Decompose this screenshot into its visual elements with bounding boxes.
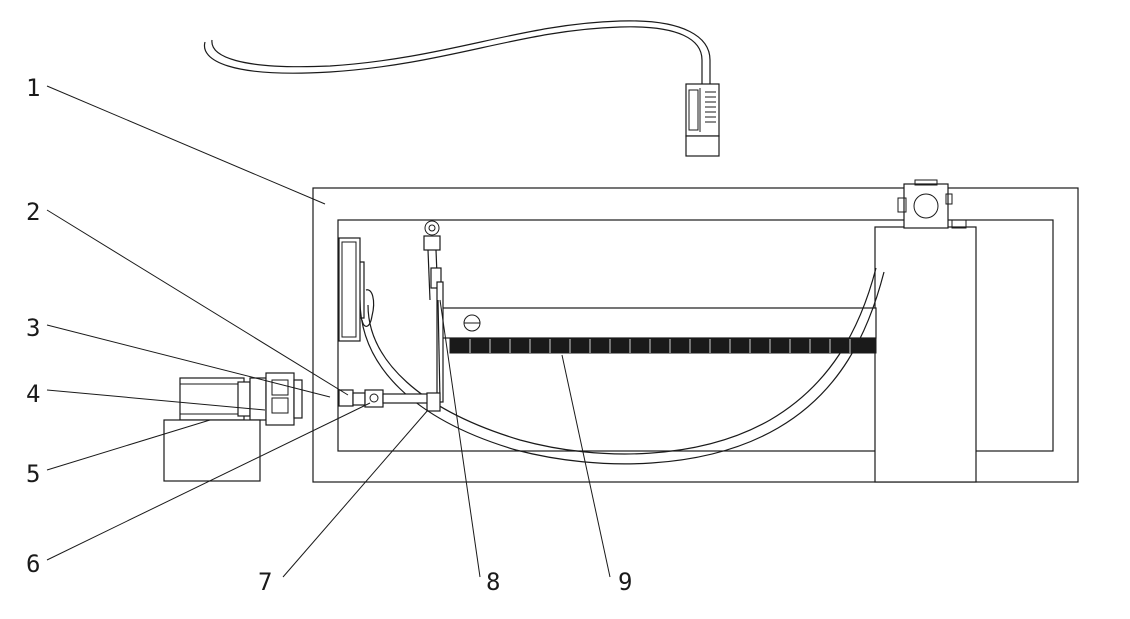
cable-loop xyxy=(359,267,885,465)
label-5: 5 xyxy=(26,460,40,488)
label-7: 7 xyxy=(258,568,272,596)
label-4: 4 xyxy=(26,380,40,408)
drive-shaft xyxy=(338,389,441,412)
top-actuator xyxy=(897,179,967,229)
belt-teeth xyxy=(469,339,851,353)
servo-motor xyxy=(179,372,303,426)
toothed-belt xyxy=(449,338,877,354)
label-6: 6 xyxy=(26,550,40,578)
linear-beam xyxy=(439,307,877,354)
right-support-block xyxy=(874,226,977,483)
label-9: 9 xyxy=(618,568,632,596)
motor-fins xyxy=(180,383,244,415)
label-1: 1 xyxy=(26,74,40,102)
leader-lines xyxy=(46,85,611,578)
motor-base xyxy=(163,419,261,482)
label-8: 8 xyxy=(486,568,500,596)
callout-labels: 1 2 3 4 5 6 7 8 9 xyxy=(26,74,632,596)
camera-vents xyxy=(705,91,716,123)
main-frame xyxy=(312,187,1079,483)
label-2: 2 xyxy=(26,198,40,226)
left-vertical-plate xyxy=(338,237,375,342)
label-3: 3 xyxy=(26,314,40,342)
camera xyxy=(685,83,720,157)
hanging-arm xyxy=(423,220,444,403)
camera-cable xyxy=(203,20,711,84)
